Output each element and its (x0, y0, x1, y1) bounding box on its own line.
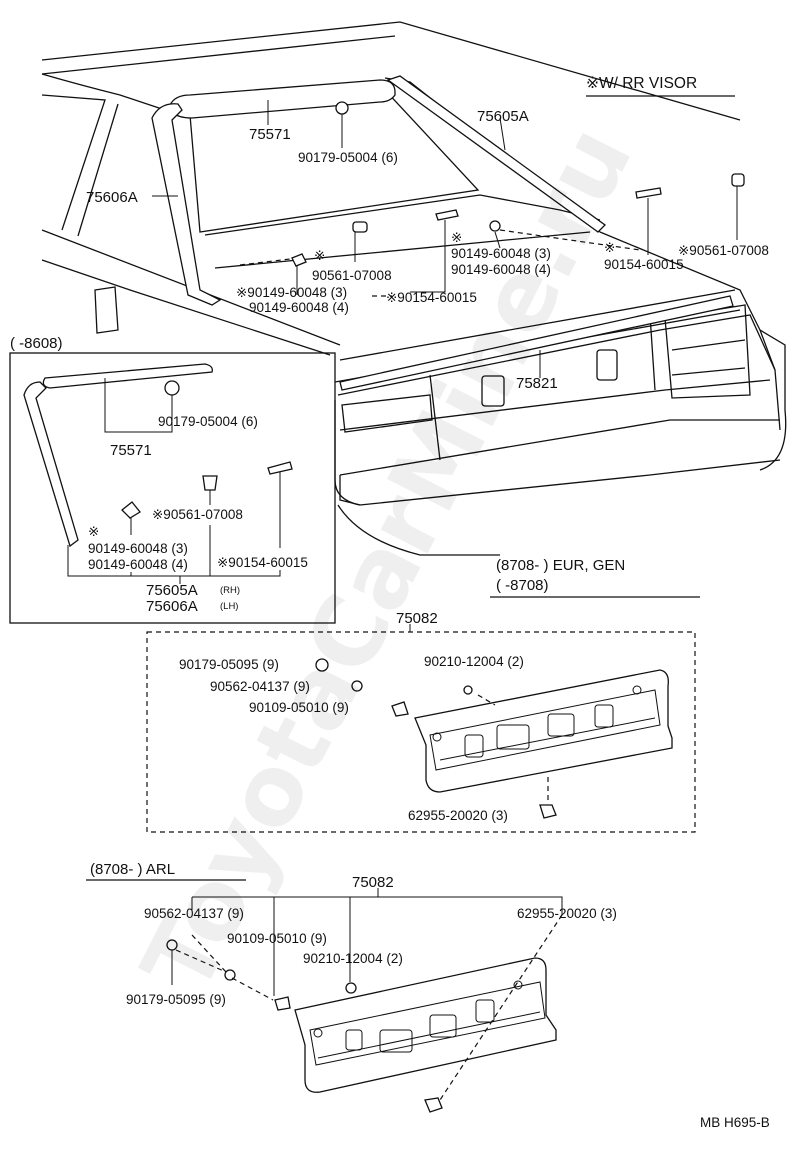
inset-label-75606A: 75606A (146, 598, 198, 615)
label-90561-07008-a: 90561-07008 (312, 268, 392, 283)
label-75606A: 75606A (86, 189, 138, 206)
label-90154-60015-b: 90154-60015 (604, 257, 684, 272)
inset-label-90561: ※90561-07008 (152, 507, 243, 522)
label-90149-60048-3b: 90149-60048 (3) (451, 246, 551, 261)
asterisk-c: ※ (604, 240, 615, 255)
label-90149-60048-3a: ※90149-60048 (3) (236, 285, 347, 300)
label-90561-07008-b: ※90561-07008 (678, 243, 769, 258)
label-75821: 75821 (516, 375, 558, 392)
roof-moulding-75571 (169, 79, 396, 119)
arl-range: (8708- ) ARL (90, 861, 175, 878)
clip-90561-07008-b (731, 173, 745, 187)
arl-label-04137: 90562-04137 (9) (144, 906, 244, 921)
arl-label-05010: 90109-05010 (9) (227, 931, 327, 946)
clip-block-left (481, 375, 505, 407)
inset-label-90149-4: 90149-60048 (4) (88, 557, 188, 572)
label-90154-60015-a: ※90154-60015 (386, 290, 477, 305)
arl-label-05095: 90179-05095 (9) (126, 992, 226, 1007)
eur-label-05095: 90179-05095 (9) (179, 657, 279, 672)
eur-nut-12004 (463, 685, 473, 695)
arl-clip-20020 (424, 1097, 443, 1113)
inset-range: ( -8608) (10, 335, 63, 352)
inset-screw-90154 (267, 461, 293, 475)
eur-range-2: ( -8708) (496, 577, 549, 594)
inset-clip-90179 (164, 380, 180, 396)
arl-clip-04137 (224, 969, 236, 981)
inset-label-lh: (LH) (220, 601, 238, 612)
screw-90154-60015-a (435, 209, 459, 221)
inset-clip-90561 (202, 475, 218, 491)
inset-label-rh: (RH) (220, 585, 240, 596)
inset-label-90179: 90179-05004 (6) (158, 414, 258, 429)
asterisk-b: ※ (451, 230, 462, 245)
eur-label-75082: 75082 (396, 610, 438, 627)
screw-90149-60048-b (489, 220, 501, 232)
eur-label-12004: 90210-12004 (2) (424, 654, 524, 669)
inset-screw-90149 (121, 501, 141, 519)
clip-block-right (596, 349, 618, 381)
diagram-code: MB H695-B (700, 1115, 770, 1130)
eur-clip-20020 (539, 804, 557, 819)
back-moulding-75821 (339, 295, 734, 391)
clip-90561-07008-a (352, 221, 368, 233)
eur-clip-04137 (351, 680, 363, 692)
eur-label-05010: 90109-05010 (9) (249, 700, 349, 715)
label-75605A: 75605A (477, 108, 529, 125)
label-90179-05004: 90179-05004 (6) (298, 150, 398, 165)
screw-90154-60015-b (635, 187, 662, 199)
label-75571: 75571 (249, 126, 291, 143)
side-moulding-75606A (151, 103, 222, 306)
inset-roof-moulding (42, 363, 213, 389)
arl-nut-12004 (345, 982, 357, 994)
arl-screw-05010 (274, 996, 291, 1011)
note-rr-visor: ※W/ RR VISOR (586, 75, 697, 92)
screw-90149-60048-a (291, 253, 307, 267)
inset-side-moulding (23, 381, 79, 548)
eur-label-20020: 62955-20020 (3) (408, 808, 508, 823)
inset-label-75571: 75571 (110, 442, 152, 459)
arl-license-plate-bracket (294, 957, 557, 1093)
inset-asterisk: ※ (88, 524, 99, 539)
inset-label-75605A: 75605A (146, 582, 198, 599)
eur-label-04137: 90562-04137 (9) (210, 679, 310, 694)
arl-label-75082: 75082 (352, 874, 394, 891)
inset-box (9, 352, 336, 624)
label-90149-60048-4a: 90149-60048 (4) (249, 300, 349, 315)
side-moulding-75605A (386, 75, 606, 233)
eur-screw-05010 (391, 701, 409, 717)
inset-label-90149-3: 90149-60048 (3) (88, 541, 188, 556)
label-90149-60048-4b: 90149-60048 (4) (451, 262, 551, 277)
clip-90179-05004 (335, 101, 349, 115)
asterisk-a: ※ (314, 248, 325, 263)
inset-label-90154: ※90154-60015 (217, 555, 308, 570)
eur-range-1: (8708- ) EUR, GEN (496, 557, 625, 574)
eur-clip-05095 (315, 658, 329, 672)
arl-label-20020: 62955-20020 (3) (517, 906, 617, 921)
arl-label-12004: 90210-12004 (2) (303, 951, 403, 966)
